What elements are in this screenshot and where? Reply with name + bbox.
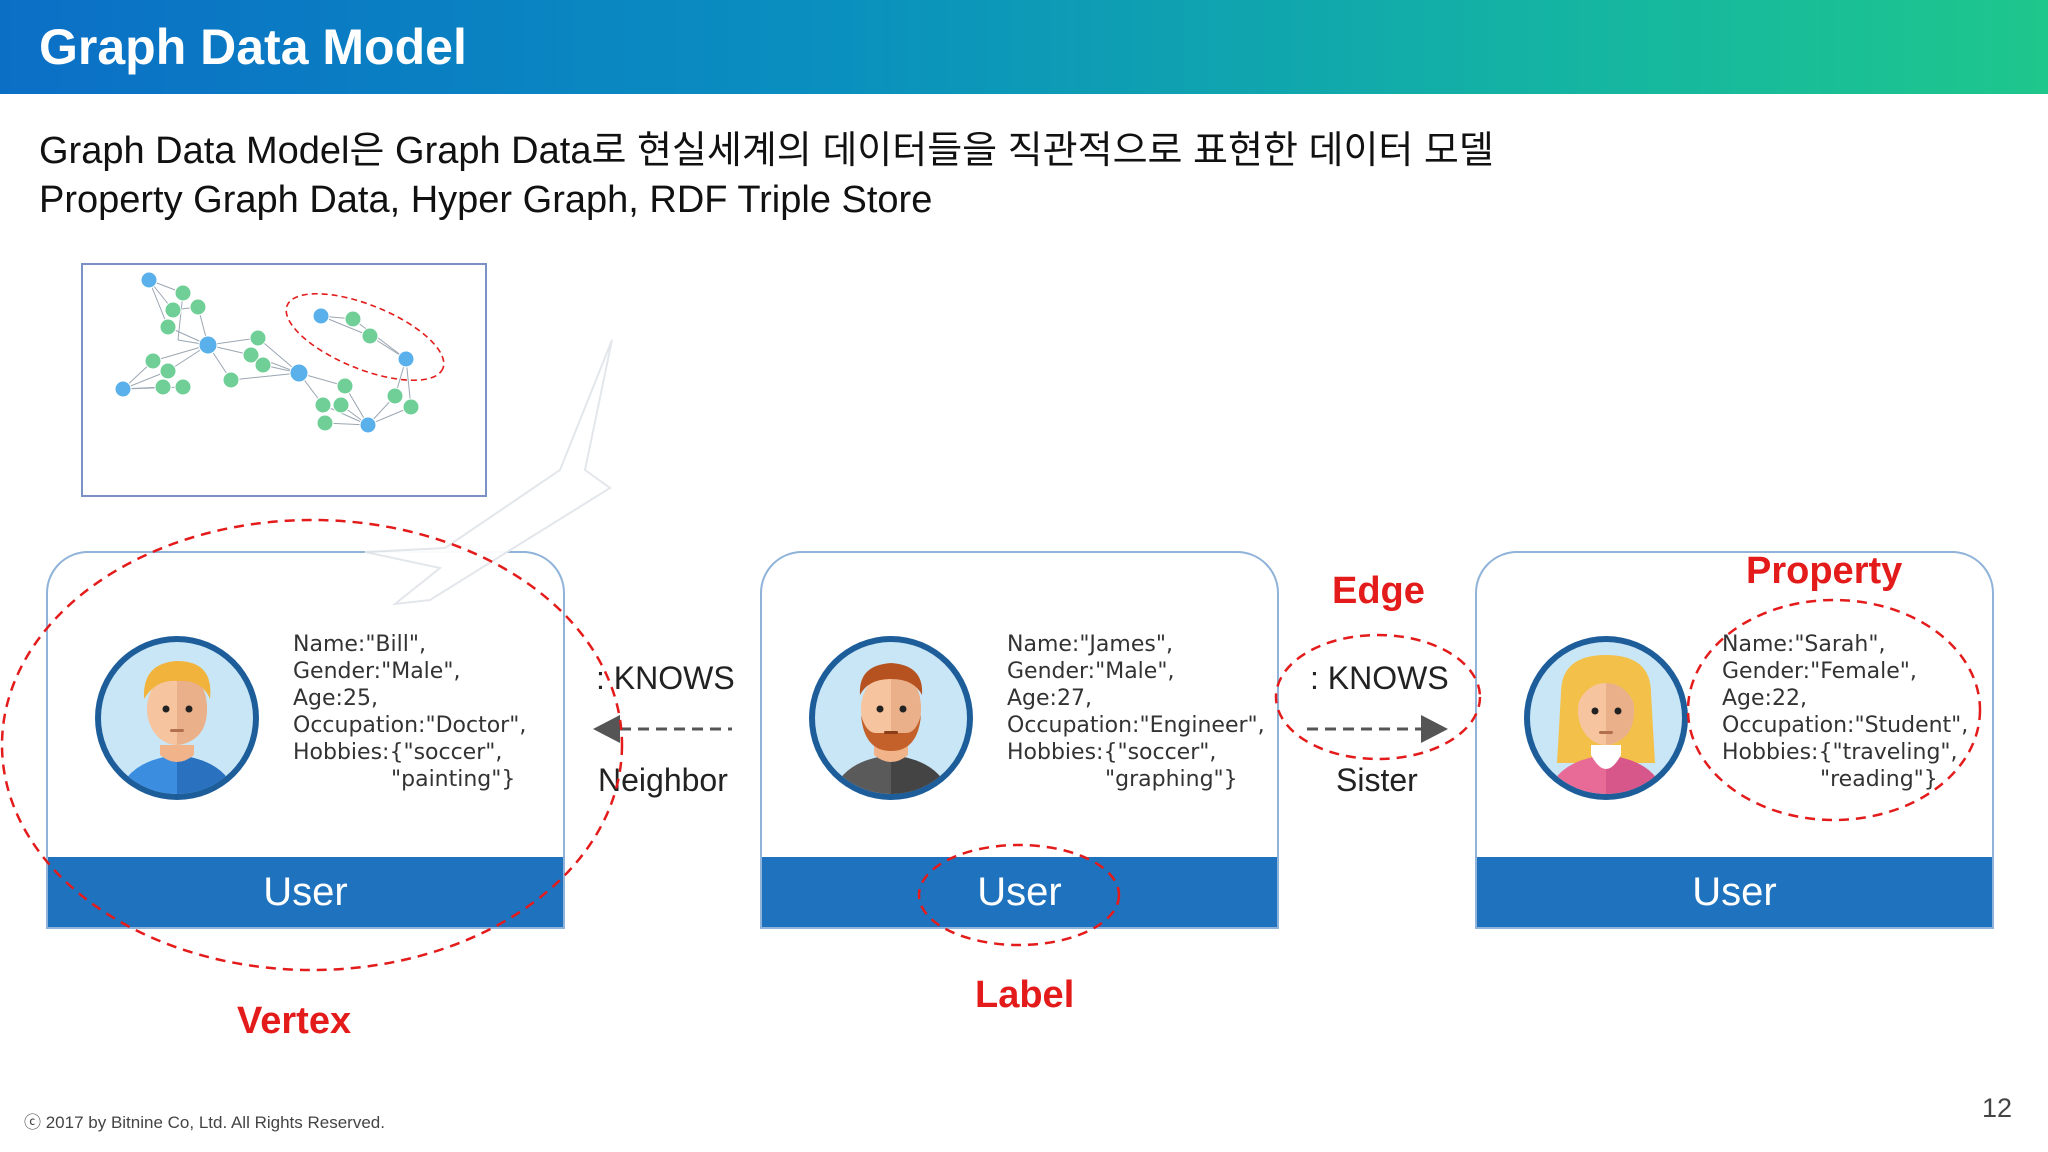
- annotation-property: Property: [1746, 550, 1903, 592]
- label-bar: User: [762, 857, 1277, 927]
- property-list: Name:"James", Gender:"Male", Age:27, Occ…: [1007, 631, 1277, 793]
- edge-name-neighbor: Neighbor: [598, 762, 728, 798]
- property-hobbies-cont: "reading"}: [1820, 767, 1938, 792]
- header-bar: [0, 0, 2048, 94]
- property-age: Age:27,: [1007, 686, 1092, 711]
- network-graph-icon: [114, 271, 445, 434]
- property-list: Name:"Bill", Gender:"Male", Age:25, Occu…: [293, 631, 563, 793]
- property-hobbies-cont: "graphing"}: [1105, 767, 1238, 792]
- edge-name-sister: Sister: [1336, 762, 1418, 798]
- page-title: Graph Data Model: [39, 19, 467, 75]
- vertex-card-bill: Name:"Bill", Gender:"Male", Age:25, Occu…: [46, 551, 565, 929]
- annotation-label: Label: [975, 974, 1075, 1016]
- edge-highlight: [1274, 633, 1482, 761]
- annotation-vertex: Vertex: [237, 1000, 352, 1042]
- man-blond-icon: [95, 636, 259, 800]
- property-name: Name:"Sarah",: [1722, 632, 1886, 657]
- vertex-card-james: Name:"James", Gender:"Male", Age:27, Occ…: [760, 551, 1279, 929]
- property-occupation: Occupation:"Doctor",: [293, 713, 527, 738]
- arrow-right-icon: [1421, 715, 1448, 743]
- property-gender: Gender:"Male",: [1007, 659, 1175, 684]
- property-occupation: Occupation:"Student",: [1722, 713, 1969, 738]
- property-age: Age:25,: [293, 686, 378, 711]
- property-gender: Gender:"Male",: [293, 659, 461, 684]
- edge-type-knows-2: : KNOWS: [1310, 660, 1449, 696]
- label-bar: User: [1477, 857, 1992, 927]
- property-age: Age:22,: [1722, 686, 1807, 711]
- subtitle-line-1: Graph Data Model은 Graph Data로 현실세계의 데이터들…: [39, 130, 1494, 172]
- label-bar: User: [48, 857, 563, 927]
- property-occupation: Occupation:"Engineer",: [1007, 713, 1265, 738]
- copyright-text: ⓒ 2017 by Bitnine Co, Ltd. All Rights Re…: [24, 1113, 385, 1132]
- property-hobbies: Hobbies:{"soccer",: [1007, 740, 1217, 765]
- graph-thumbnail: [81, 263, 487, 497]
- edge-type-knows-1: : KNOWS: [596, 660, 735, 696]
- annotation-edge: Edge: [1332, 570, 1425, 612]
- page-number: 12: [1981, 1093, 2012, 1123]
- subtitle-line-2: Property Graph Data, Hyper Graph, RDF Tr…: [39, 179, 933, 221]
- property-name: Name:"Bill",: [293, 632, 426, 657]
- property-gender: Gender:"Female",: [1722, 659, 1917, 684]
- arrow-left-icon: [593, 715, 620, 743]
- property-hobbies: Hobbies:{"soccer",: [293, 740, 503, 765]
- property-list: Name:"Sarah", Gender:"Female", Age:22, O…: [1722, 631, 1992, 793]
- man-bearded-icon: [809, 636, 973, 800]
- vertex-card-sarah: Name:"Sarah", Gender:"Female", Age:22, O…: [1475, 551, 1994, 929]
- woman-icon: [1524, 636, 1688, 800]
- property-name: Name:"James",: [1007, 632, 1173, 657]
- property-hobbies: Hobbies:{"traveling",: [1722, 740, 1958, 765]
- property-hobbies-cont: "painting"}: [391, 767, 516, 792]
